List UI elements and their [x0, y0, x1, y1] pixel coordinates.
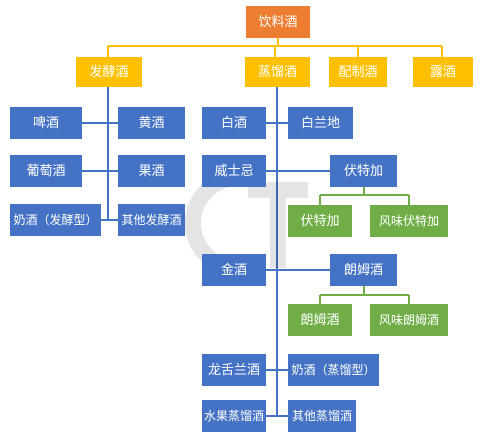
item-yellow-wine: 黄酒 — [118, 107, 185, 139]
subitem-vodka-flavored: 风味伏特加 — [370, 205, 448, 237]
item-vodka: 伏特加 — [330, 155, 397, 187]
item-fruit-distilled: 水果蒸馏酒 — [202, 400, 266, 432]
item-brandy: 白兰地 — [288, 107, 353, 139]
vodka-connectors — [319, 187, 410, 205]
root-node: 饮料酒 — [246, 6, 310, 38]
category-distilled: 蒸馏酒 — [245, 57, 310, 87]
item-whisky: 威士忌 — [202, 155, 266, 187]
fermented-connectors — [82, 87, 118, 221]
item-beer: 啤酒 — [10, 107, 82, 139]
item-grape-wine: 葡萄酒 — [10, 155, 82, 187]
category-fermented: 发酵酒 — [76, 57, 142, 87]
item-other-distilled: 其他蒸馏酒 — [288, 400, 356, 432]
item-rum: 朗姆酒 — [330, 254, 397, 286]
distilled-connectors — [266, 87, 330, 417]
root-connectors — [107, 38, 443, 57]
item-gin: 金酒 — [202, 254, 266, 286]
category-dew: 露酒 — [413, 57, 473, 87]
item-fruit-wine: 果酒 — [118, 155, 185, 187]
item-baijiu: 白酒 — [202, 107, 266, 139]
rum-connectors — [319, 286, 410, 304]
item-other-fermented: 其他发酵酒 — [118, 204, 185, 236]
subitem-rum-plain: 朗姆酒 — [288, 304, 352, 336]
item-tequila: 龙舌兰酒 — [202, 354, 266, 386]
subitem-rum-flavored: 风味朗姆酒 — [370, 304, 448, 336]
item-milk-wine-fermented: 奶酒（发酵型） — [10, 204, 101, 236]
category-blended: 配制酒 — [329, 57, 387, 87]
item-milk-wine-distilled: 奶酒（蒸馏型） — [288, 354, 379, 386]
subitem-vodka-plain: 伏特加 — [288, 205, 352, 237]
